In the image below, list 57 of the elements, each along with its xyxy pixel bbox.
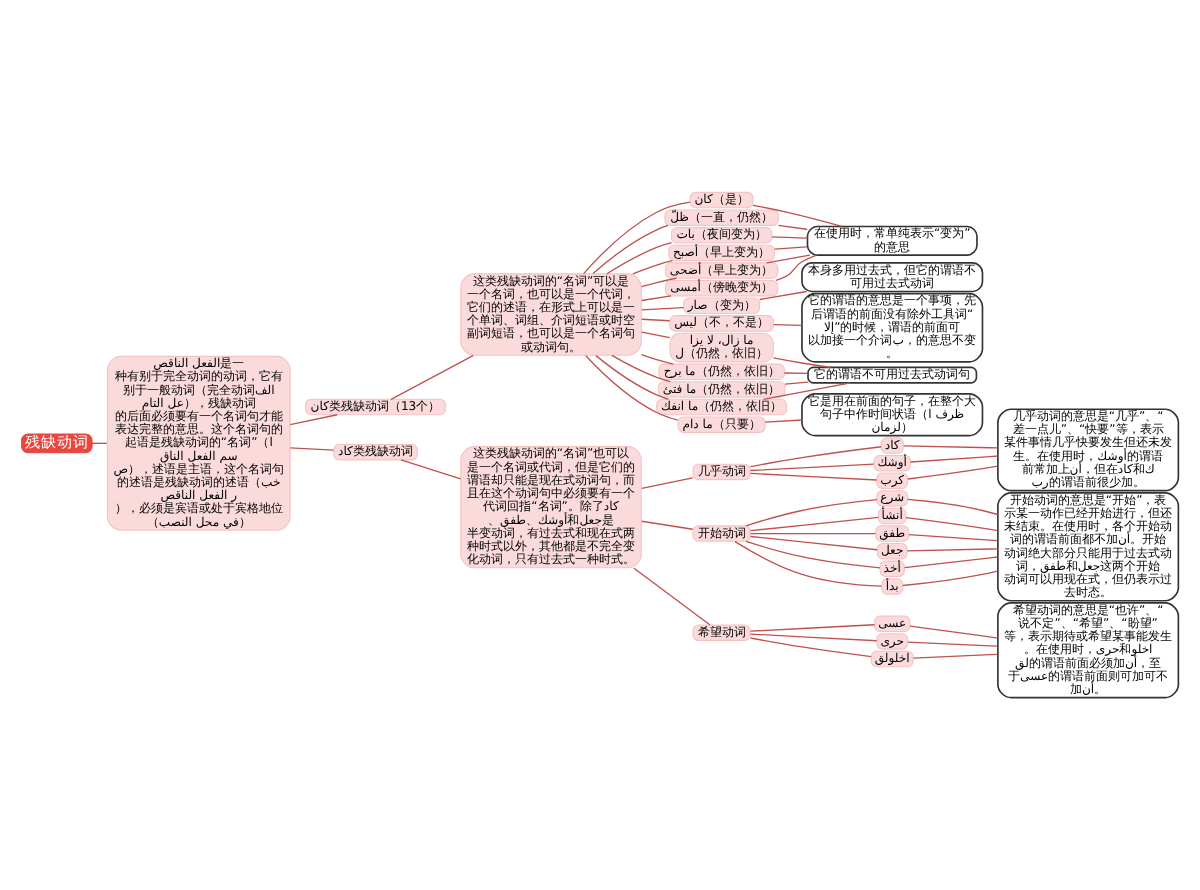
connector bbox=[641, 520, 694, 530]
connector bbox=[749, 472, 878, 481]
connector bbox=[764, 419, 803, 423]
connector bbox=[749, 535, 878, 551]
connector bbox=[749, 637, 872, 658]
connector bbox=[583, 201, 691, 275]
connector bbox=[908, 534, 999, 542]
connector bbox=[903, 445, 999, 449]
connector bbox=[783, 372, 809, 375]
connector bbox=[749, 532, 877, 535]
connector bbox=[640, 354, 674, 365]
connector bbox=[903, 556, 999, 569]
connector bbox=[762, 382, 852, 400]
connector bbox=[906, 548, 999, 552]
connector bbox=[641, 307, 685, 311]
connector bbox=[641, 477, 694, 490]
connector bbox=[749, 633, 878, 642]
connector bbox=[640, 277, 678, 288]
connector bbox=[289, 447, 335, 451]
connector bbox=[777, 224, 808, 230]
connector bbox=[749, 624, 876, 632]
connector bbox=[772, 357, 832, 369]
connector bbox=[749, 463, 875, 472]
connector bbox=[595, 354, 669, 400]
connector bbox=[771, 236, 808, 239]
connector bbox=[633, 567, 711, 626]
connector bbox=[784, 381, 809, 385]
connector bbox=[752, 204, 843, 228]
connector bbox=[749, 516, 880, 532]
connector bbox=[902, 570, 999, 587]
connector bbox=[606, 241, 673, 275]
connector bbox=[759, 290, 808, 301]
connector bbox=[592, 224, 669, 275]
connector bbox=[641, 318, 671, 322]
connector bbox=[907, 498, 999, 516]
connector bbox=[641, 331, 671, 339]
connector bbox=[585, 355, 679, 421]
connector bbox=[909, 625, 999, 639]
connector bbox=[775, 254, 818, 282]
connector bbox=[289, 414, 338, 426]
connector bbox=[390, 354, 475, 400]
connector bbox=[611, 354, 671, 383]
connector bbox=[773, 246, 808, 250]
connector bbox=[909, 455, 999, 463]
connector bbox=[641, 295, 672, 302]
connector bbox=[749, 446, 882, 468]
connector bbox=[773, 324, 803, 327]
connector bbox=[912, 653, 999, 659]
connector bbox=[765, 254, 811, 264]
connector bbox=[734, 540, 883, 587]
connector bbox=[745, 499, 878, 527]
connector bbox=[400, 459, 462, 480]
connector bbox=[905, 516, 999, 532]
connector bbox=[907, 641, 999, 647]
connector bbox=[632, 260, 674, 275]
connector bbox=[745, 540, 881, 569]
connector bbox=[907, 465, 999, 480]
